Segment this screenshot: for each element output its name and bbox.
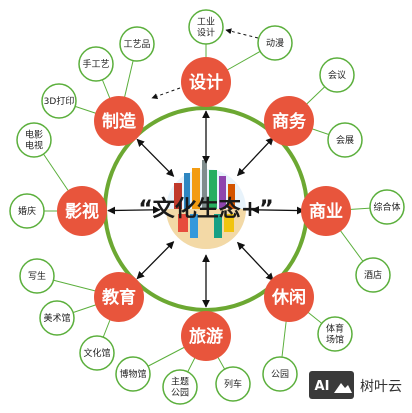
sub-node-label: 会议 [328, 69, 346, 81]
main-node [57, 186, 107, 236]
sub-node [355, 257, 391, 293]
sub-node-label: 美术馆 [43, 312, 70, 324]
sub-node [162, 369, 198, 405]
sub-node-label: 婚庆 [18, 205, 36, 217]
watermark: AI 树叶云 [309, 371, 402, 399]
main-node-label: 影视 [65, 201, 99, 222]
spoke-arrow [237, 241, 274, 281]
sub-node-label: 会展 [336, 134, 354, 146]
sub-node-label: 动漫 [266, 37, 284, 49]
watermark-text: 树叶云 [360, 379, 402, 395]
main-node-label: 设计 [189, 72, 223, 93]
city-skyline-illustration [166, 160, 246, 249]
sub-node-label: 综合体 [373, 201, 400, 213]
main-node [264, 96, 314, 146]
main-node [301, 186, 351, 236]
sub-node-label: 写生 [28, 270, 46, 282]
sub-node-label: 主题公园 [171, 376, 189, 399]
sub-node [369, 189, 405, 225]
main-node-label: 制造 [102, 111, 137, 132]
spoke-arrow [237, 137, 274, 177]
sub-node-label: 博物馆 [119, 368, 146, 380]
dashed-link [225, 28, 259, 39]
main-node-label: 教育 [101, 287, 136, 308]
center-label: “文化生态+” [138, 196, 273, 222]
sub-node [119, 26, 155, 62]
sub-node [317, 316, 353, 352]
sub-node [115, 356, 151, 392]
sub-node [188, 9, 224, 45]
main-node [264, 272, 314, 322]
sub-node [327, 122, 363, 158]
sub-node-label: 文化馆 [83, 347, 110, 359]
sub-node-label: 酒店 [364, 269, 382, 281]
sub-node [39, 300, 75, 336]
sub-node-label: 3D打印 [44, 95, 75, 107]
spoke-arrow [251, 205, 305, 215]
main-node [94, 272, 144, 322]
spoke-arrow [107, 205, 161, 215]
sub-node [215, 366, 251, 402]
sub-node [257, 25, 293, 61]
sub-node-label: 工业设计 [197, 17, 215, 39]
main-node [181, 311, 231, 361]
main-node-label: 商务 [272, 111, 307, 132]
sub-node-label: 体育场馆 [326, 323, 344, 346]
spoke-arrows [107, 110, 305, 308]
sub-node-label: 列车 [224, 378, 242, 390]
watermark-badge-text: AI [315, 379, 330, 394]
main-node-label: 旅游 [189, 326, 223, 347]
sub-node-label: 工艺品 [123, 39, 150, 50]
main-node [94, 96, 144, 146]
sub-node [41, 83, 77, 119]
spoke-arrow [136, 138, 175, 177]
spoke-arrow [136, 241, 175, 280]
sub-node [262, 356, 298, 392]
main-node [181, 57, 231, 107]
image-icon [334, 383, 352, 393]
sub-node-label: 电影电视 [25, 129, 43, 152]
skyline-buildings [174, 160, 235, 238]
sub-node-label: 公园 [271, 369, 289, 380]
sub-node [9, 193, 45, 229]
main-node-label: 商业 [309, 201, 343, 222]
sub-node [16, 122, 52, 158]
sub-node-label: 手工艺 [82, 58, 109, 70]
dashed-link [151, 87, 181, 100]
sub-node [78, 46, 114, 82]
main-node-label: 休闲 [271, 287, 306, 308]
sub-node [19, 258, 55, 294]
sub-node [319, 57, 355, 93]
outer-dashed-links [151, 28, 259, 100]
sub-node [79, 335, 115, 371]
